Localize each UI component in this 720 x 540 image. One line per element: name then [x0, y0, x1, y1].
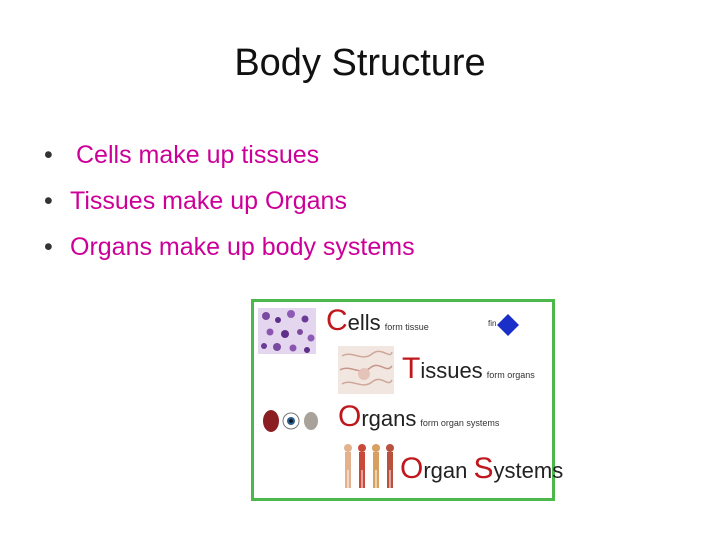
organs-initial: O: [338, 400, 362, 433]
organs-note: form organ systems: [420, 418, 500, 428]
bullet-list: • Cells make up tissues • Tissues make up …: [44, 132, 415, 270]
bullet-dot: •: [44, 141, 53, 169]
cells-word: ells: [347, 310, 381, 335]
bullet-dot: •: [44, 233, 53, 261]
cells-micrograph-image: [258, 308, 316, 354]
bullet-item: • Cells make up tissues: [44, 132, 415, 178]
cells-initial: C: [326, 304, 348, 337]
organ-systems-initial-2: S: [473, 452, 494, 485]
bullet-text: Organs make up body systems: [70, 233, 415, 261]
organ-systems-word: rgan: [423, 458, 474, 483]
organs-image: [263, 410, 318, 432]
body-systems-image: [344, 444, 394, 488]
diamond-icon: [497, 314, 519, 336]
tissue-sample-image: [338, 346, 394, 394]
organ-systems-row: Organ Systems: [400, 452, 563, 486]
bullet-item: • Organs make up body systems: [44, 224, 415, 270]
bullet-item: • Tissues make up Organs: [44, 178, 415, 224]
organs-word: rgans: [361, 406, 417, 431]
bullet-text: Tissues make up Organs: [70, 187, 347, 215]
cells-note: form tissue: [384, 322, 429, 332]
slide-title: Body Structure: [234, 42, 486, 84]
bullet-text: Cells make up tissues: [76, 141, 320, 169]
organ-systems-initial: O: [400, 452, 424, 485]
bullet-dot: •: [44, 187, 53, 215]
tissues-word: issues: [420, 358, 483, 383]
small-label: fin: [488, 319, 497, 328]
organ-systems-word-2: ystems: [493, 458, 564, 483]
tissues-note: form organs: [486, 370, 535, 380]
tissues-initial: T: [402, 352, 421, 385]
